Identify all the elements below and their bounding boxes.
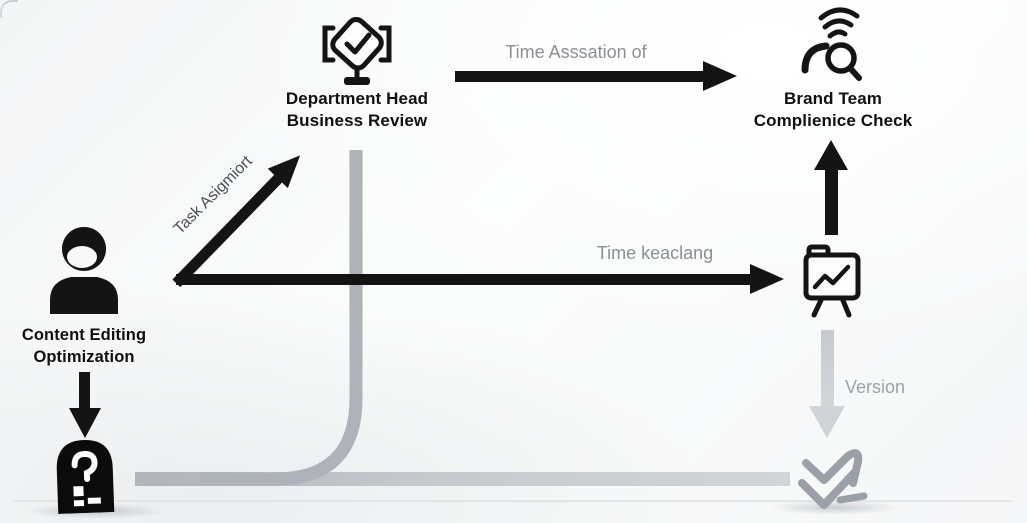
edge-label-middle: Time keaclang <box>596 243 714 263</box>
arrow-middle-head <box>750 264 784 294</box>
department-head-line1: Department Head <box>285 89 429 108</box>
arrow-up-head <box>814 140 848 170</box>
arrow-top-shaft <box>455 71 707 82</box>
arrow-up-shaft <box>825 168 838 235</box>
person-icon <box>50 227 118 314</box>
arrow-down-shaft <box>79 372 90 410</box>
approval-stamp-icon <box>322 16 392 85</box>
edge-label-version: Version <box>845 377 906 397</box>
chart-folder-icon <box>803 244 861 318</box>
node-label-brand-team: Brand Team Complienice Check <box>713 88 953 132</box>
content-editing-line2: Optimization <box>33 348 135 366</box>
double-check-merge-icon <box>798 449 868 509</box>
question-mark-block-icon <box>56 440 115 514</box>
node-label-content-editing: Content Editing Optimization <box>0 324 168 368</box>
floor-reflection-line <box>12 500 1012 502</box>
window-corner-artifact <box>0 0 18 18</box>
department-head-line2: Business Review <box>286 111 428 130</box>
arrow-version-shaft <box>821 330 834 408</box>
shadow-merge <box>770 500 900 515</box>
arrow-version-head <box>809 406 845 438</box>
content-editing-line1: Content Editing <box>21 326 147 344</box>
brand-team-line1: Brand Team <box>784 89 882 108</box>
edge-label-top: Time Asssation of <box>505 42 647 62</box>
curved-track-line <box>200 150 363 486</box>
arrow-middle-shaft <box>176 274 752 285</box>
arrow-top-head <box>703 61 737 91</box>
node-label-department-head: Department Head Business Review <box>237 88 477 132</box>
brand-team-line2: Complienice Check <box>753 111 913 130</box>
arrow-down-head <box>69 408 101 438</box>
scan-search-icon <box>801 7 862 81</box>
